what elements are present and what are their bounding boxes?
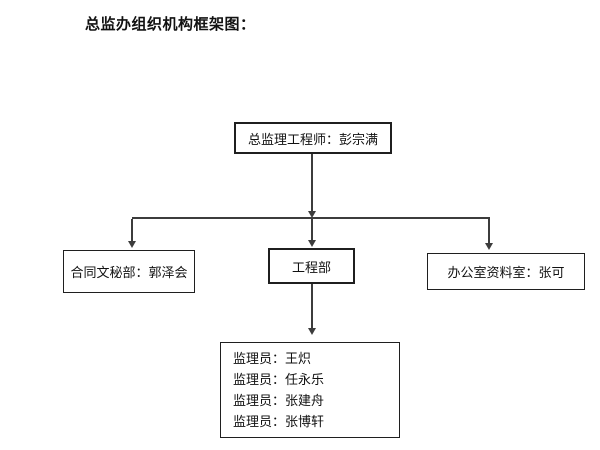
supervisor-line: 监理员：张建舟 — [233, 394, 325, 409]
org-box-office-archive-label: 办公室资料室：张可 — [447, 266, 565, 281]
org-box-chief-engineer: 总监理工程师：彭宗满 — [234, 122, 392, 154]
supervisor-line: 监理员：张博轩 — [233, 415, 325, 430]
org-box-supervisors: 监理员：王炽 监理员：任永乐 监理员：张建舟 监理员：张博轩 — [220, 342, 400, 438]
org-box-contract-secretary-dept: 合同文秘部：郭泽会 — [63, 250, 195, 293]
org-box-engineering-label: 工程部 — [291, 260, 331, 276]
org-box-contract-secretary-label: 合同文秘部：郭泽会 — [70, 266, 188, 281]
arrowhead-to-engineering-dept — [308, 240, 316, 247]
arrowhead-to-contract-dept — [128, 241, 136, 248]
org-box-office-archive-room: 办公室资料室：张可 — [427, 253, 585, 290]
connector-root-vertical — [311, 154, 313, 212]
arrowhead-to-office-dept — [485, 243, 493, 250]
arrowhead-root-to-branches — [308, 211, 316, 218]
supervisor-line: 监理员：任永乐 — [233, 373, 325, 388]
connector-to-contract-dept — [131, 219, 133, 242]
connector-branches-horizontal — [132, 217, 490, 219]
arrowhead-to-supervisors — [308, 328, 316, 335]
org-box-chief-engineer-label: 总监理工程师：彭宗满 — [247, 132, 378, 148]
connector-to-supervisors — [311, 284, 313, 329]
connector-to-engineering-dept — [311, 219, 313, 241]
connector-to-office-dept — [488, 219, 490, 244]
page-title: 总监办组织机构框架图： — [85, 15, 256, 33]
org-box-engineering-dept: 工程部 — [268, 248, 355, 284]
supervisor-line: 监理员：王炽 — [233, 352, 312, 367]
